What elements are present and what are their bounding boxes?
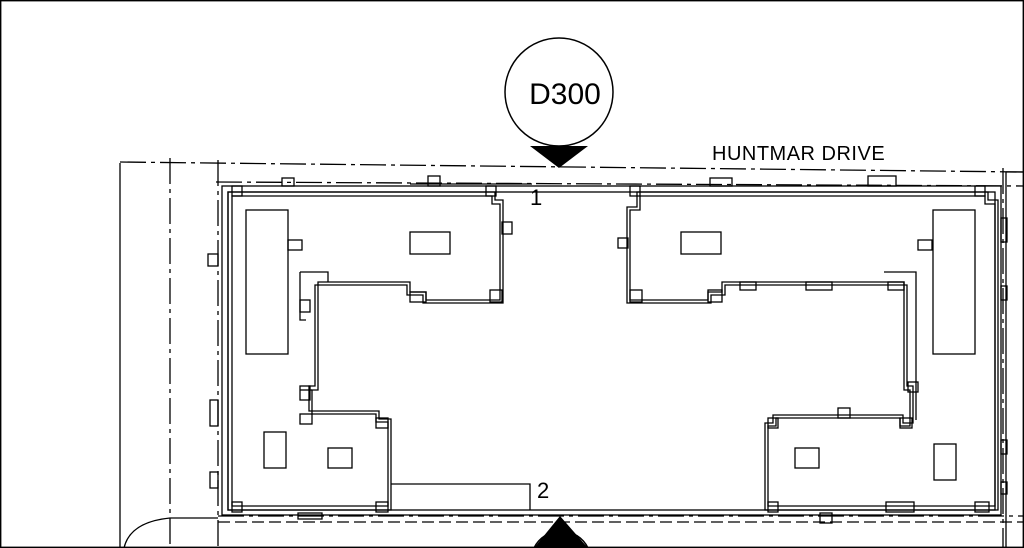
elevator-right-bottom-b <box>933 443 957 481</box>
grid-line-2 <box>391 483 531 510</box>
building-inner-wall <box>227 191 999 511</box>
elevator-right-bottom <box>794 447 820 469</box>
building-outer-wall <box>231 195 996 507</box>
section-marker-bottom-circle <box>533 530 589 548</box>
section-marker-bottom-arrow <box>534 516 588 548</box>
property-lines <box>119 158 1024 548</box>
street-name: HUNTMAR DRIVE <box>712 143 885 165</box>
grid-marker-1: 1 <box>530 185 542 210</box>
podium-outline <box>221 185 1002 516</box>
curb-corner-arc <box>123 517 218 548</box>
road-edges <box>119 163 1024 548</box>
grid-lines <box>391 183 532 510</box>
section-marker-label: D300 <box>529 78 601 111</box>
stair-core-left <box>245 209 289 355</box>
elevator-right-top <box>680 231 722 255</box>
interior-elements <box>231 185 990 513</box>
section-marker-bottom <box>533 516 589 548</box>
stair-core-right <box>932 209 976 355</box>
site-outline <box>207 175 1008 524</box>
section-marker-arrow <box>530 146 588 168</box>
property-line-top-b <box>215 181 1024 187</box>
podium-inner-outline <box>227 191 996 511</box>
section-marker-top: D300 <box>504 37 614 168</box>
elevator-left-bottom <box>263 431 287 469</box>
elevator-left-bottom-b <box>327 447 353 469</box>
building-footprint <box>227 191 999 511</box>
elevator-left-top <box>409 231 451 255</box>
grid-marker-2: 2 <box>537 478 549 503</box>
property-line-top-a <box>119 161 1024 173</box>
